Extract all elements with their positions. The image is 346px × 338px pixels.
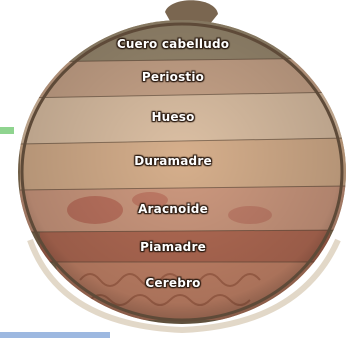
bottom-strip <box>0 332 110 338</box>
label-duramadre: Duramadre <box>134 154 212 168</box>
label-hueso: Hueso <box>151 110 194 124</box>
label-cerebro: Cerebro <box>145 276 200 290</box>
label-piamadre: Piamadre <box>140 240 206 254</box>
left-tab-marker <box>0 127 14 134</box>
label-aracnoide: Aracnoide <box>138 202 208 216</box>
label-cuero-cabelludo: Cuero cabelludo <box>117 37 229 51</box>
label-periostio: Periostio <box>142 70 204 84</box>
